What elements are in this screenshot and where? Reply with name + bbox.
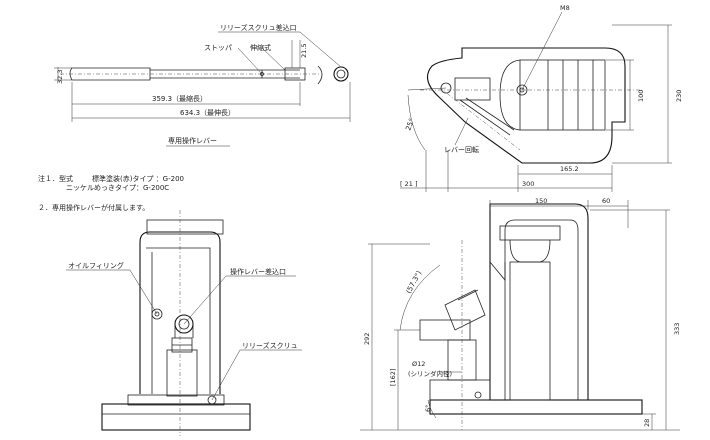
lever-view: 32.3 21.5 ストッパ 伸縮式 リリーズスクリュ差込口 359.3（最縮長… <box>54 23 351 147</box>
top-view: M8 100 230 25° レバー回転 165.2 [ 21 ] 300 <box>400 4 683 192</box>
top-view-outline <box>426 47 626 164</box>
side-view: 150 60 (57.3°) 292 [162] Ø12 (シリンダ内径) 6°… <box>360 197 681 431</box>
label-release-screw: リリーズスクリュ <box>242 341 298 350</box>
leader-oil-filling <box>129 269 158 315</box>
side-cylinder <box>509 261 551 401</box>
front-saddle <box>146 219 224 235</box>
leader-lever-port <box>183 275 227 325</box>
release-screw-front <box>207 395 217 405</box>
dim-25deg: 25° <box>404 117 416 131</box>
dim-arc-25deg <box>407 94 426 151</box>
dim-60: 60 <box>602 197 610 205</box>
dim-300: 300 <box>522 180 534 188</box>
lever-end-inner <box>336 69 346 79</box>
leader-release-screw <box>211 349 241 401</box>
dim-100: 100 <box>637 90 645 102</box>
pump-head <box>454 77 491 101</box>
label-release-screw-port: リリーズスクリュ差込口 <box>220 23 297 32</box>
note1-type-b: ニッケルめっきタイプ：G-200C <box>66 183 169 192</box>
dim-359-3: 359.3（最縮長） <box>152 94 207 103</box>
lever-grip <box>69 67 151 81</box>
pump-body <box>166 349 198 397</box>
dim-230: 230 <box>675 90 683 102</box>
label-telescopic: 伸縮式 <box>250 43 271 52</box>
label-cylinder-inner: (シリンダ内径) <box>408 369 452 378</box>
lever-socket <box>440 82 452 94</box>
dim-32-3: 32.3 <box>56 70 64 84</box>
dim-arc-57deg <box>399 264 441 331</box>
dim-634-3: 634.3（最伸長） <box>180 108 235 117</box>
notes: 注１．型式 標準塗装(赤)タイプ ：G-200 ニッケルめっきタイプ：G-200… <box>38 174 184 212</box>
leader-lever-rotation <box>454 117 469 146</box>
side-lever-head <box>444 289 486 331</box>
side-saddle <box>499 225 561 241</box>
label-lever-port: 操作レバー差込口 <box>230 267 286 276</box>
lever-caption: 専用操作レバー <box>168 136 217 145</box>
label-stopper: ストッパ <box>204 44 232 52</box>
lever-tip-arc <box>317 65 323 85</box>
dim-162: [162] <box>389 369 397 386</box>
leader-release-port <box>299 31 342 68</box>
note2: ２．専用操作レバーが付属します。 <box>38 203 149 212</box>
label-lever-rotation: レバー回転 <box>444 146 479 154</box>
note1-type-a: 標準塗装(赤)タイプ ：G-200 <box>92 174 184 183</box>
label-m8: M8 <box>560 4 570 12</box>
dim-150: 150 <box>535 197 547 205</box>
side-pump-base <box>429 379 491 401</box>
front-view: オイルフィリング 操作レバー差込口 リリーズスクリュ <box>66 210 302 436</box>
lever-end-outer <box>333 66 349 82</box>
label-cylinder-dia: Ø12 <box>412 360 425 368</box>
leader-m8 <box>521 11 563 91</box>
label-oil-filling: オイルフィリング <box>68 261 124 270</box>
dim-21-5: 21.5 <box>300 44 308 58</box>
note1-prefix: 注１．型式 <box>38 174 73 183</box>
side-frame <box>489 203 589 400</box>
oil-filling-plug <box>151 308 163 320</box>
leader-stopper <box>237 47 263 75</box>
leader-telescopic <box>261 47 286 71</box>
dim-292: 292 <box>363 333 371 345</box>
dim-165-2: 165.2 <box>560 165 579 173</box>
saddle-block <box>519 59 606 131</box>
dim-28: 28 <box>643 419 651 427</box>
dim-333: 333 <box>673 323 681 335</box>
front-base <box>101 403 251 431</box>
dim-6deg: 6° <box>424 405 432 412</box>
dim-21: [ 21 ] <box>400 180 417 188</box>
